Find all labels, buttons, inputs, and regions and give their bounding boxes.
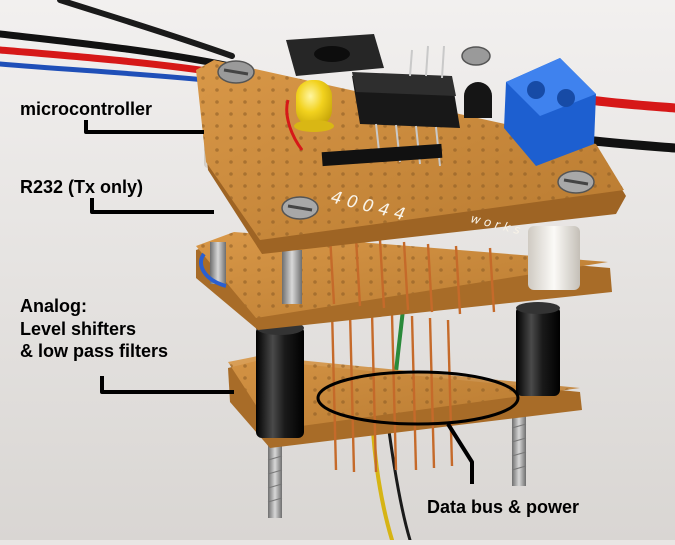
leader-lines [84,120,474,484]
label-analog: Analog: Level shifters & low pass filter… [20,295,168,363]
connector-black [286,34,384,76]
red-jumper-wire [285,99,304,151]
label-microcontroller: microcontroller [20,99,153,119]
label-r232: R232 (Tx only) [20,177,144,197]
transistor [464,82,492,118]
capacitor-right [516,306,560,396]
cable-bundle-left [0,0,235,85]
cable-bundle-right [580,95,675,153]
data-bus-highlight-ellipse [316,370,520,426]
leader-bus [446,422,474,484]
label-data-bus: Data bus & power [427,497,580,517]
label-analog-line-3: & low pass filters [20,341,169,361]
copper-wires-lower [330,309,454,473]
label-analog-line-2: Level shifters [20,318,137,339]
leader-r232 [90,198,214,214]
capacitors [256,302,560,438]
board-analog [228,356,582,448]
leader-micro [84,120,204,134]
screw-heads [217,46,595,220]
label-analog-line-1: Analog: [20,296,87,316]
copper-wires-upper [328,235,496,315]
terminal-block [504,58,596,166]
pin-header [321,143,443,167]
capacitor-left [256,326,304,438]
screw-mid-left [282,250,302,304]
blue-jumper-wire [198,252,227,288]
led [294,80,334,132]
spacer-right [528,226,580,290]
leader-analog [100,376,234,394]
